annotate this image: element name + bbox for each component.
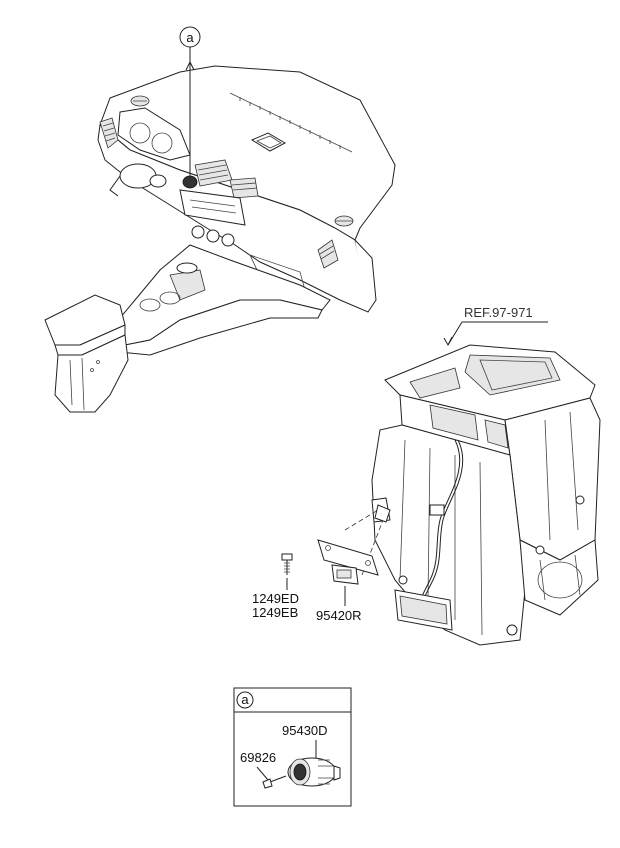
callout-a-main: a [179, 26, 201, 176]
screw-69826 [262, 775, 287, 789]
dashboard-assembly [97, 65, 396, 313]
bolt-1249 [281, 553, 293, 575]
label-1249ed: 1249ED [252, 591, 299, 606]
heater-assembly [371, 344, 601, 646]
ref-label: REF.97-971 [464, 305, 533, 320]
detail-box-a: a 95430D 69826 [233, 687, 352, 807]
sensor-95430d [287, 757, 341, 787]
ref-callout: REF.97-971 [443, 305, 548, 347]
label-95420r: 95420R [316, 608, 362, 623]
callout-letter: a [186, 30, 194, 45]
label-95430d: 95430D [282, 723, 328, 738]
center-console [44, 244, 331, 413]
label-69826: 69826 [240, 750, 276, 765]
label-1249eb: 1249EB [252, 605, 298, 620]
detail-callout-letter: a [241, 692, 249, 707]
sensor-95420r-assembly [281, 504, 391, 606]
